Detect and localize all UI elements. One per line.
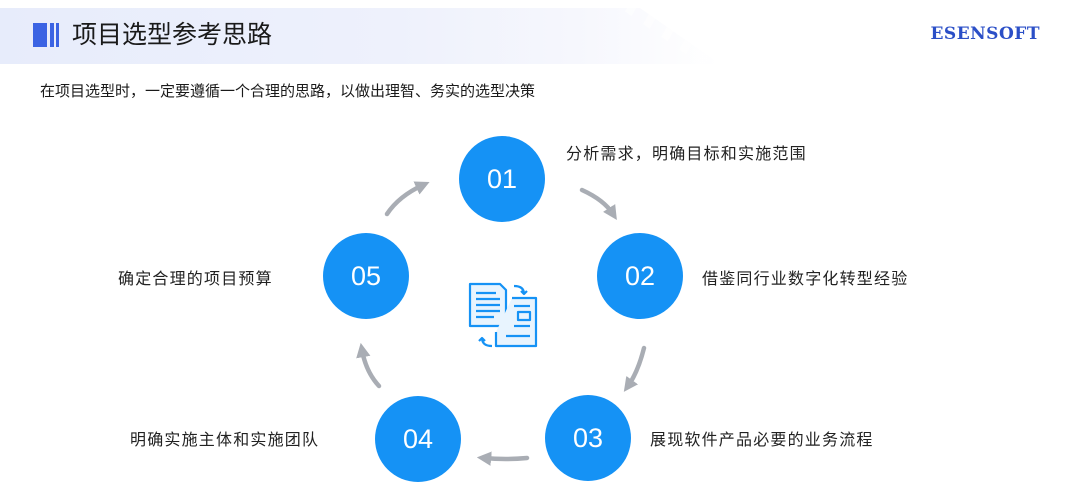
arrow-04-to-05 bbox=[356, 342, 382, 389]
document-exchange-icon bbox=[468, 282, 538, 348]
step-circle-03: 03 bbox=[545, 395, 631, 481]
step-circle-01: 01 bbox=[459, 136, 545, 222]
step-circle-02: 02 bbox=[597, 233, 683, 319]
arrow-02-to-03 bbox=[623, 345, 647, 392]
arrow-05-to-01 bbox=[384, 181, 430, 217]
page-title: 项目选型参考思路 bbox=[72, 20, 273, 49]
header-band bbox=[0, 8, 720, 64]
arrow-01-to-02 bbox=[579, 187, 617, 221]
arrow-03-to-04 bbox=[476, 451, 530, 466]
step-label-02: 借鉴同行业数字化转型经验 bbox=[702, 269, 909, 288]
step-label-03: 展现软件产品必要的业务流程 bbox=[650, 430, 874, 449]
step-circle-04: 04 bbox=[375, 396, 461, 482]
step-circle-05: 05 bbox=[323, 233, 409, 319]
brand-logo: ESENSOFT bbox=[930, 24, 1040, 44]
step-label-04: 明确实施主体和实施团队 bbox=[130, 430, 320, 449]
title-marker-icon bbox=[33, 23, 59, 47]
intro-text: 在项目选型时，一定要遵循一个合理的思路，以做出理智、务实的选型决策 bbox=[40, 82, 536, 100]
step-label-05: 确定合理的项目预算 bbox=[118, 269, 273, 288]
step-label-01: 分析需求，明确目标和实施范围 bbox=[566, 144, 807, 163]
